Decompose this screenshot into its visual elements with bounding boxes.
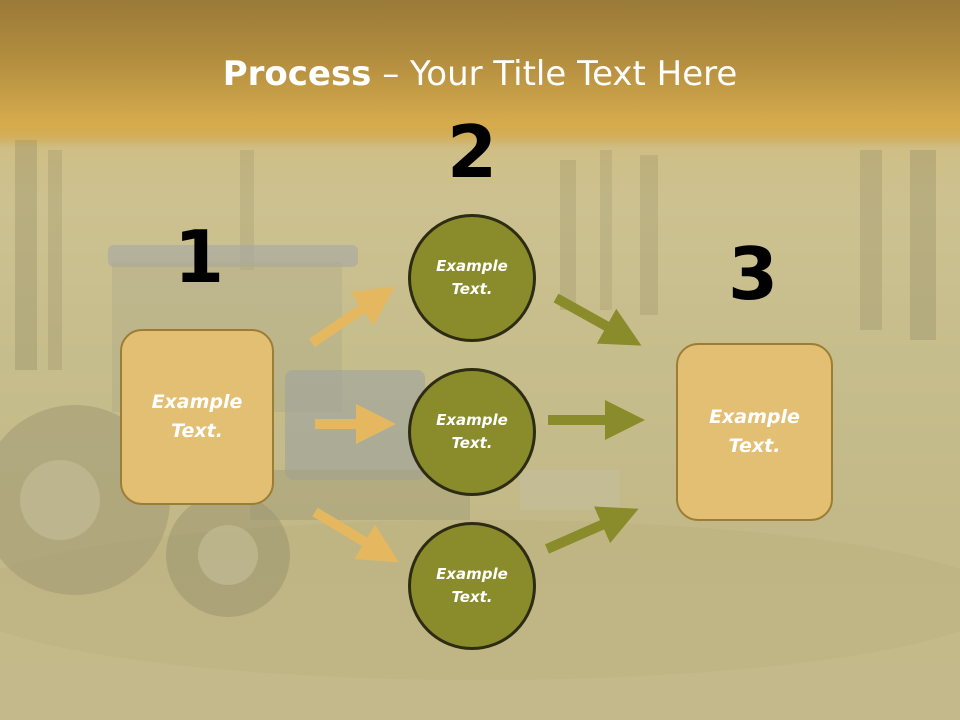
step-number-3: 3 bbox=[727, 232, 779, 316]
arrow-1-to-2c bbox=[312, 507, 400, 563]
title-band bbox=[0, 0, 960, 145]
arrow-2c-to-3 bbox=[544, 506, 639, 554]
step-number-2: 2 bbox=[446, 110, 498, 194]
step-circle-top-text: Example Text. bbox=[436, 257, 508, 298]
step-circle-top[interactable]: Example Text. bbox=[408, 214, 536, 342]
title-rest: – Your Title Text Here bbox=[371, 54, 738, 94]
step-number-1: 1 bbox=[173, 215, 225, 299]
arrow-1-to-2a bbox=[309, 286, 396, 348]
title-bold: Process bbox=[222, 54, 372, 94]
step-box-1-text: Example Text. bbox=[151, 391, 243, 442]
step-box-3[interactable]: Example Text. bbox=[676, 343, 833, 521]
step-circle-middle[interactable]: Example Text. bbox=[408, 368, 536, 496]
slide-title: Process – Your Title Text Here bbox=[0, 52, 960, 96]
step-circle-bottom[interactable]: Example Text. bbox=[408, 522, 536, 650]
arrow-2a-to-3 bbox=[553, 293, 642, 346]
step-box-3-text: Example Text. bbox=[709, 406, 800, 457]
step-box-1[interactable]: Example Text. bbox=[120, 329, 274, 505]
step-circle-middle-text: Example Text. bbox=[436, 411, 508, 452]
step-circle-bottom-text: Example Text. bbox=[436, 565, 508, 606]
